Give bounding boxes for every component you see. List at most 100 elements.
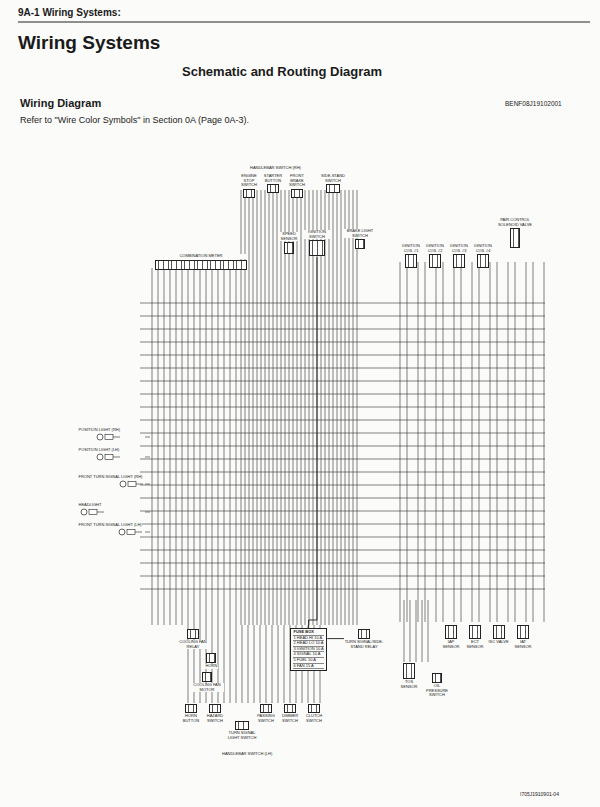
connector-symbol [284, 242, 294, 254]
label-text: Wiring Diagram [20, 97, 101, 110]
bulb-connector [105, 454, 113, 459]
label-text: I705J1910901-04 [520, 792, 559, 798]
connector-symbol [453, 254, 465, 268]
component-label: FRONT TURN SIGNAL LIGHT (RH) [78, 475, 143, 480]
component-label: ISC VALVE [488, 640, 509, 645]
sensor-connector: TOS SENSOR [398, 662, 420, 689]
relay-connector: TURN SIGNAL/SIDE-STAND RELAY [344, 628, 384, 649]
bulb-connector [105, 434, 113, 439]
component-label: BRAKE LIGHT SWITCH [344, 229, 376, 238]
wire-connector [309, 257, 317, 628]
bulb-symbol [78, 508, 104, 516]
wire [145, 457, 150, 458]
component-label: HAZARD SWITCH [204, 714, 226, 723]
component-label: ECT SENSOR [464, 640, 486, 649]
switch-connector: FRONT BRAKE SWITCH [286, 174, 308, 199]
connector-symbol [235, 721, 249, 730]
switch-connector: DIMMER SWITCH [279, 703, 301, 723]
label-text: 9A-1 Wiring Systems: [18, 7, 121, 19]
lamp: POSITION LIGHT (LH) [78, 448, 120, 461]
bulb-connector [89, 509, 97, 514]
component-label: IGNITION COIL #1 [400, 244, 422, 253]
connector-symbol [155, 260, 247, 270]
wire-bundle [400, 600, 430, 662]
switch-connector: HAZARD SWITCH [204, 703, 226, 723]
connector-symbol [260, 704, 272, 713]
connector-symbol [187, 629, 199, 639]
component-label: SIDE-STAND SWITCH [318, 174, 348, 183]
coil-connector: IGNITION COIL #3 [448, 244, 470, 269]
bulb-glass [120, 481, 126, 487]
switch-connector: TURN SIGNAL LIGHT SWITCH [226, 720, 258, 740]
fuse-box: FUSE BOX1 HEAD HI 10 A2 HEAD LO 10 A3 IG… [290, 628, 327, 671]
connector-symbol [309, 240, 325, 256]
component-label: PASSING SWITCH [255, 714, 277, 723]
switch-connector: SIDE-STAND SWITCH [318, 174, 348, 194]
component-label: FRONT BRAKE SWITCH [286, 174, 308, 188]
wire [145, 532, 150, 533]
switch-connector: OIL PRESSURE SWITCH [422, 672, 452, 698]
component-label: IAP SENSOR [440, 640, 462, 649]
connector-symbol [355, 239, 365, 249]
connector-symbol [209, 704, 221, 713]
fuse-rating: 6 FAN 15 A [293, 664, 324, 670]
component-label: SPEED SENSOR [278, 232, 300, 241]
label-text: Schematic and Routing Diagram [182, 65, 382, 80]
motor-connector: COOLING FAN MOTOR [190, 671, 224, 692]
connector-symbol [326, 184, 340, 193]
bulb-lead [113, 436, 120, 437]
connector-symbol [267, 184, 279, 193]
switch-connector: STARTER BUTTON [262, 174, 284, 194]
bulb-symbol [116, 528, 142, 536]
lamp: HEADLIGHT [78, 503, 104, 516]
switch-connector: IGNITION SWITCH [304, 230, 330, 257]
bulb-connector [128, 481, 136, 486]
connector-symbol [517, 625, 529, 639]
bulb-lead [135, 531, 142, 532]
component-label: HORN BUTTON [180, 714, 202, 723]
component-label: OIL PRESSURE SWITCH [422, 684, 452, 698]
component-label: STARTER BUTTON [262, 174, 284, 183]
meter-connector: COMBINATION METER [155, 254, 247, 271]
component-label: ENGINE STOP SWITCH [238, 174, 260, 188]
component-label: IAT SENSOR [512, 640, 534, 649]
sensor-connector: IAT SENSOR [512, 624, 534, 649]
connector-symbol [432, 673, 442, 683]
sensor-connector: ISC VALVE [488, 624, 509, 645]
component-label: COOLING FAN MOTOR [190, 683, 224, 692]
lamp: FRONT TURN SIGNAL LIGHT (RH) [78, 475, 143, 488]
coil-connector: IGNITION COIL #4 [472, 244, 494, 269]
sensor-connector: IAP SENSOR [440, 624, 462, 649]
component-label: TOS SENSOR [398, 680, 420, 689]
component-label: IGNITION COIL #3 [448, 244, 470, 253]
wire-connector [327, 638, 344, 639]
lamp: FRONT TURN SIGNAL LIGHT (LH) [78, 523, 142, 536]
connector-symbol [429, 254, 441, 268]
bulb-glass [97, 434, 103, 440]
bulb-glass [119, 529, 125, 535]
wire [145, 512, 150, 513]
component-label: TURN SIGNAL/SIDE-STAND RELAY [344, 640, 384, 649]
wire-bundle [186, 625, 324, 703]
component-label: COOLING FAN RELAY [178, 640, 208, 649]
component-label: HORN [205, 664, 218, 669]
bulb-symbol [94, 433, 120, 441]
bulb-lead [136, 483, 143, 484]
component-label: IGNITION SWITCH [304, 230, 330, 239]
coil-connector: IGNITION COIL #1 [400, 244, 422, 269]
coil-connector: IGNITION COIL #2 [424, 244, 446, 269]
switch-connector: PASSING SWITCH [255, 703, 277, 723]
bulb-symbol [117, 480, 143, 488]
page-title: Wiring Systems [18, 32, 160, 54]
bulb-lead [97, 511, 104, 512]
connector-symbol [291, 189, 303, 198]
component-label: DIMMER SWITCH [279, 714, 301, 723]
switch-connector: BRAKE LIGHT SWITCH [344, 229, 376, 250]
bulb-connector [127, 529, 135, 534]
valve-connector: PAIR CONTROL SOLENOID VALVE [494, 218, 536, 249]
connector-symbol [308, 704, 320, 713]
label-text: BENF08J19102001 [505, 100, 562, 107]
horn-connector: HORN [205, 652, 218, 669]
switch-connector: HORN BUTTON [180, 703, 202, 723]
